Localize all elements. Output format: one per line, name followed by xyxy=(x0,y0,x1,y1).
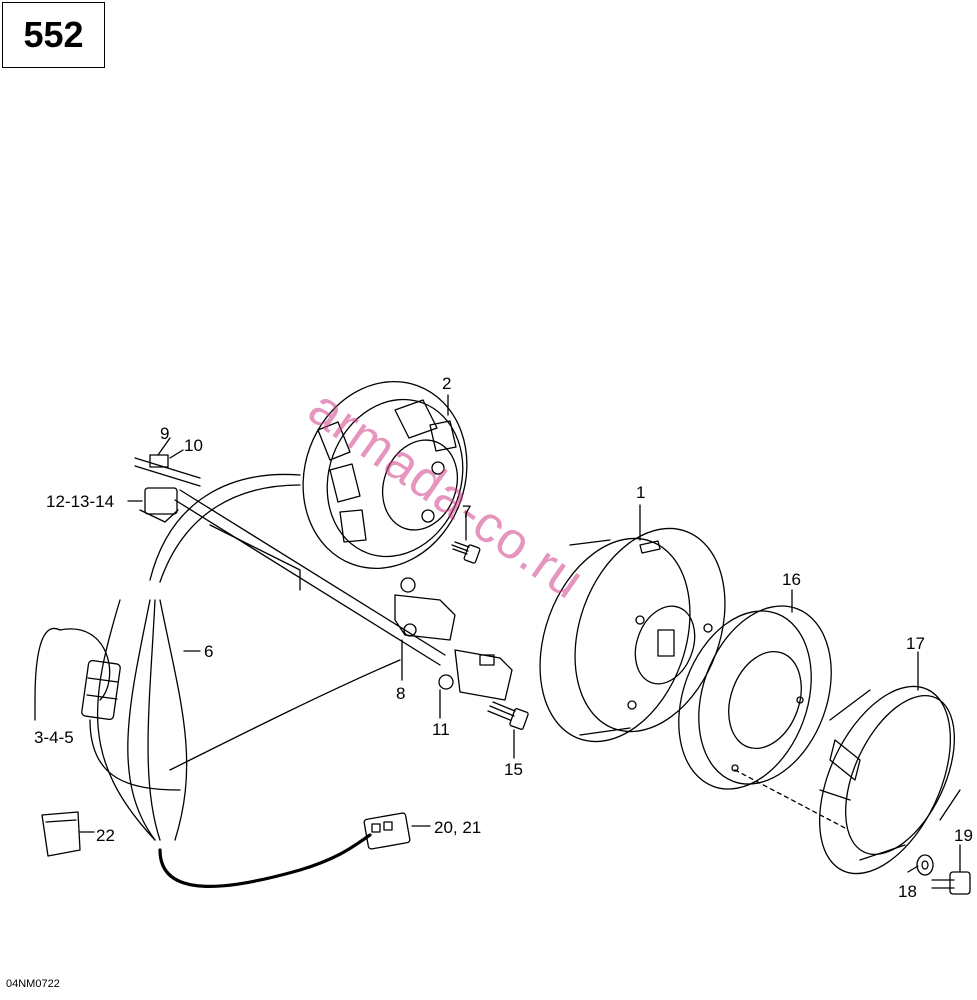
connector-3-4-5 xyxy=(81,659,121,721)
screw-7 xyxy=(451,541,481,564)
callout-17: 17 xyxy=(906,634,925,653)
callout-15: 15 xyxy=(504,760,523,779)
callout-1: 1 xyxy=(636,483,646,502)
callout-7: 7 xyxy=(462,502,472,521)
starter-cup-17 xyxy=(818,685,961,875)
callout-18: 18 xyxy=(898,882,917,901)
regulator-8 xyxy=(394,577,456,641)
callout-10: 10 xyxy=(184,436,203,455)
component-11 xyxy=(438,649,513,701)
connector-20-21 xyxy=(363,812,411,850)
ring-gear-16 xyxy=(678,605,832,790)
callout-3-4-5: 3-4-5 xyxy=(34,728,74,747)
stator-assembly xyxy=(302,380,468,570)
washer-18 xyxy=(916,854,934,876)
callout-16: 16 xyxy=(782,570,801,589)
callout-6: 6 xyxy=(204,642,214,661)
callout-9: 9 xyxy=(160,424,170,443)
bolt-19 xyxy=(931,871,971,895)
screw-15 xyxy=(487,701,529,730)
connector-9-10 xyxy=(134,454,201,487)
page-number: 552 xyxy=(2,2,105,68)
callout-19: 19 xyxy=(954,826,973,845)
callout-20-21: 20, 21 xyxy=(434,818,482,837)
connector-22 xyxy=(41,811,81,857)
drawing-reference: 04NM0722 xyxy=(6,978,60,990)
callout-11: 11 xyxy=(432,720,450,739)
callout-2: 2 xyxy=(442,374,452,393)
callout-12-13-14: 12-13-14 xyxy=(46,492,115,511)
callout-8: 8 xyxy=(396,684,406,703)
flywheel-1 xyxy=(539,527,726,743)
connector-12-13-14 xyxy=(139,487,179,523)
callout-22: 22 xyxy=(96,826,115,845)
